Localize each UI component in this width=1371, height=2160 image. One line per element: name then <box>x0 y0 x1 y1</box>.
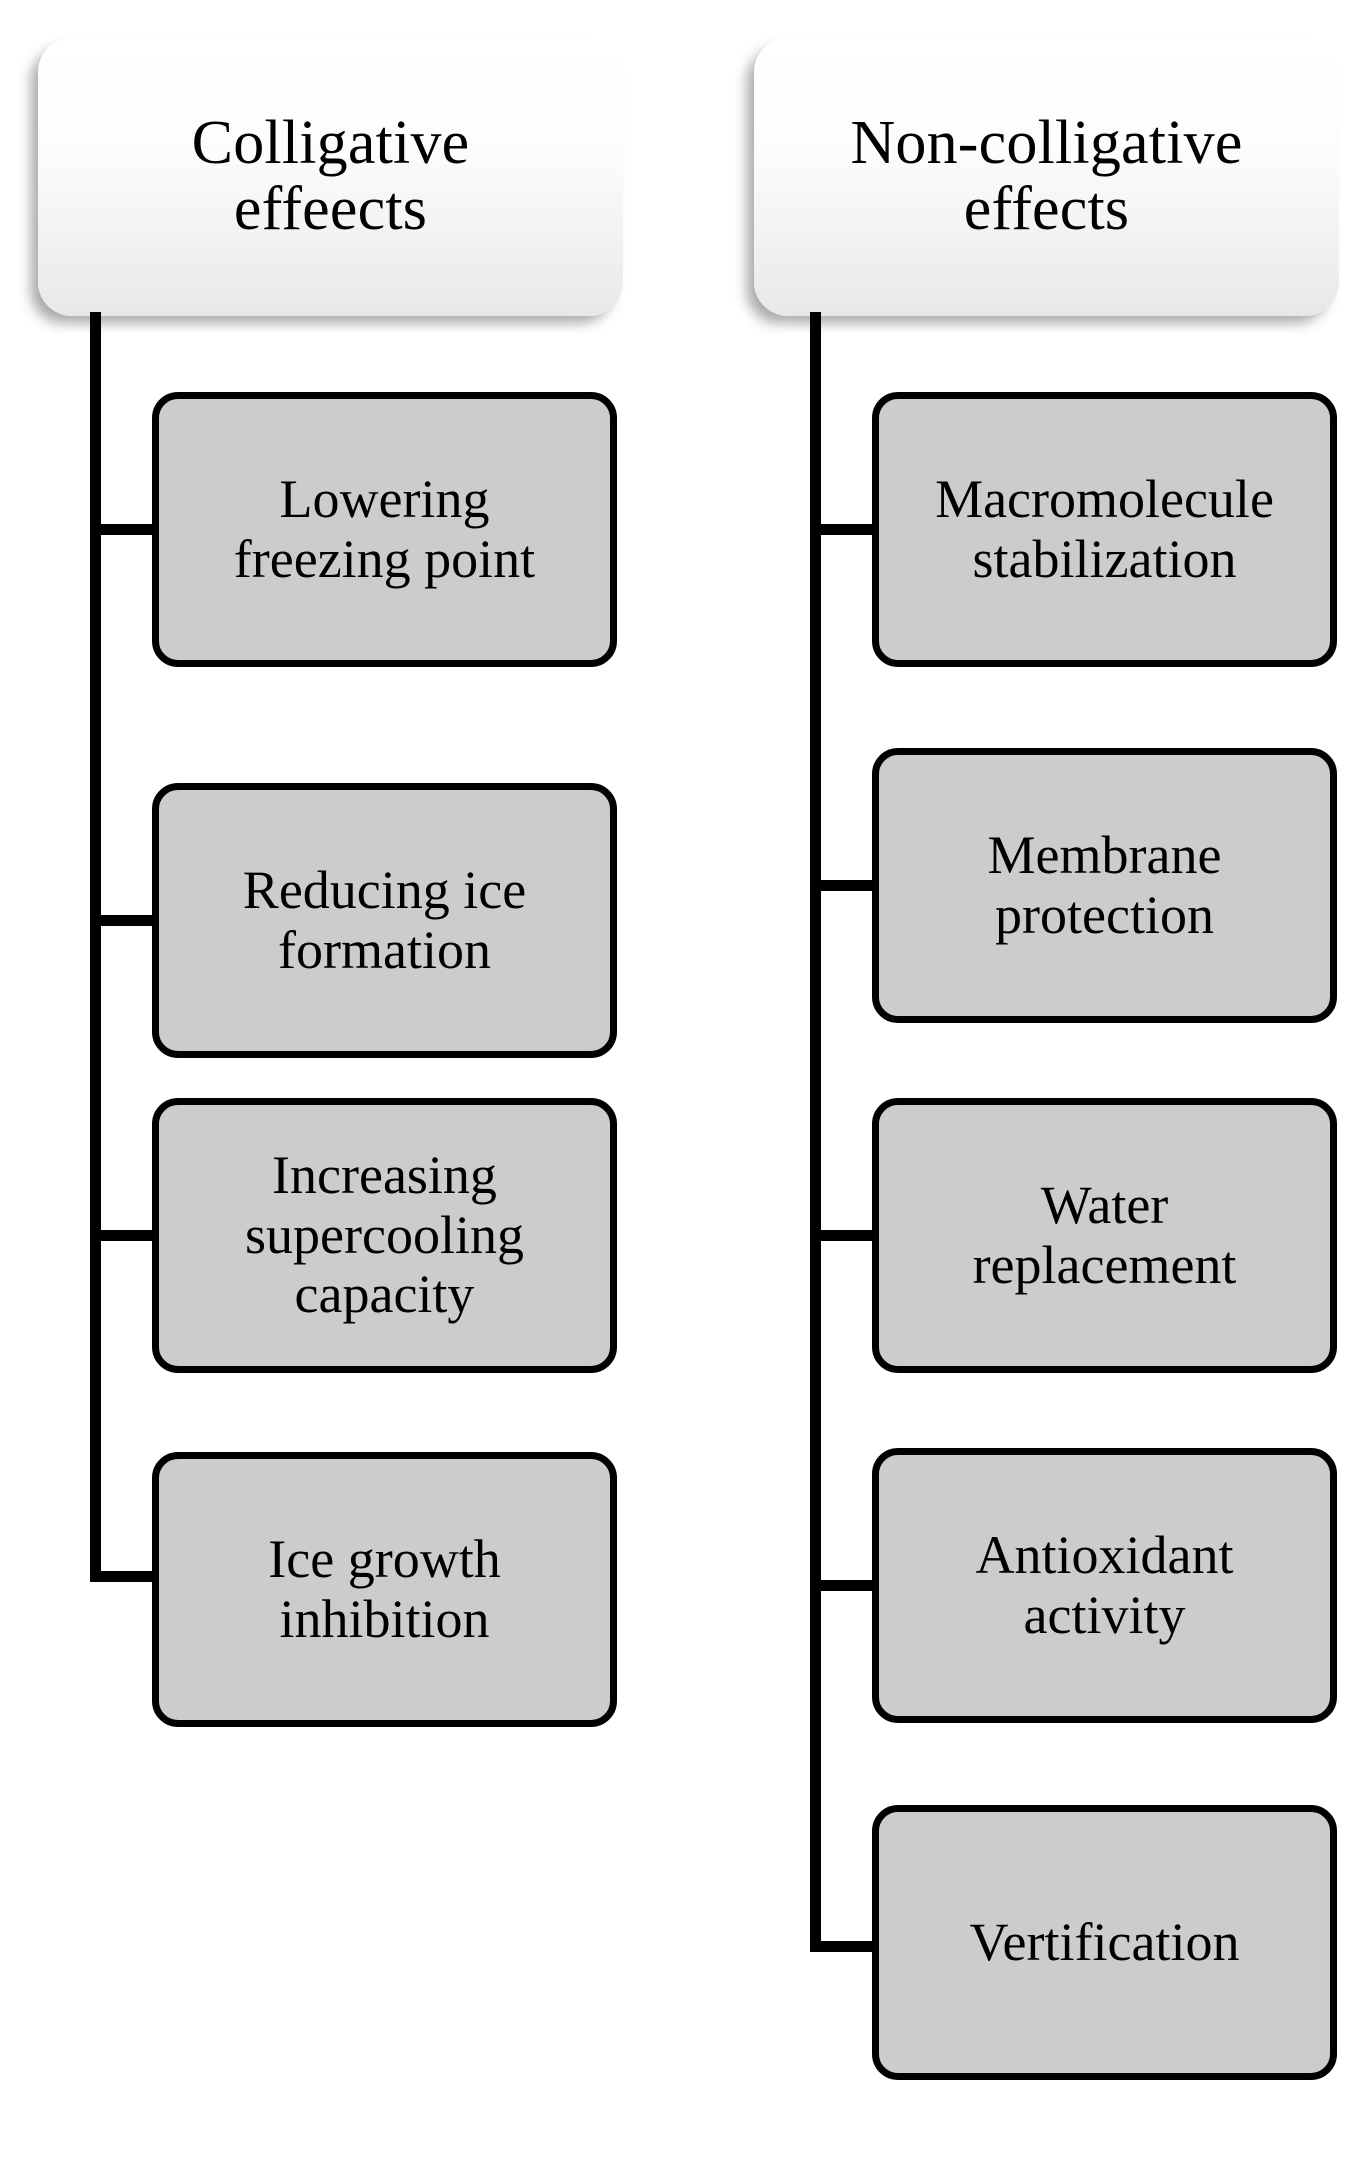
node-label-reducing-ice-formation: Reducing ice formation <box>242 860 527 980</box>
node-label-increasing-supercooling-capacity: Increasing supercooling capacity <box>245 1145 524 1325</box>
node-increasing-supercooling-capacity[interactable]: Increasing supercooling capacity <box>152 1098 617 1373</box>
node-water-replacement[interactable]: Water replacement <box>872 1098 1337 1373</box>
connector-non-colligative-1 <box>810 524 874 535</box>
branch-non-colligative: Non-colligative effects <box>686 0 1371 2160</box>
header-label-non-colligative: Non-colligative effects <box>850 109 1243 243</box>
node-label-antioxidant-activity: Antioxidant activity <box>975 1525 1234 1645</box>
header-node-colligative[interactable]: Colligative effeects <box>38 38 623 316</box>
trunk-line-non-colligative <box>810 312 821 1952</box>
connector-non-colligative-4 <box>810 1580 874 1591</box>
node-vertification[interactable]: Vertification <box>872 1805 1337 2080</box>
node-reducing-ice-formation[interactable]: Reducing ice formation <box>152 783 617 1058</box>
node-label-macromolecule-stabilization: Macromolecule stabilization <box>935 469 1274 589</box>
connector-colligative-4 <box>90 1571 154 1582</box>
node-label-membrane-protection: Membrane protection <box>987 825 1222 945</box>
connector-colligative-1 <box>90 524 154 535</box>
trunk-line-colligative <box>90 312 101 1582</box>
node-label-ice-growth-inhibition: Ice growth inhibition <box>268 1529 501 1649</box>
node-label-water-replacement: Water replacement <box>972 1175 1237 1295</box>
header-node-non-colligative[interactable]: Non-colligative effects <box>754 38 1339 316</box>
connector-non-colligative-2 <box>810 880 874 891</box>
node-ice-growth-inhibition[interactable]: Ice growth inhibition <box>152 1452 617 1727</box>
node-lowering-freezing-point[interactable]: Lowering freezing point <box>152 392 617 667</box>
node-antioxidant-activity[interactable]: Antioxidant activity <box>872 1448 1337 1723</box>
node-membrane-protection[interactable]: Membrane protection <box>872 748 1337 1023</box>
node-label-lowering-freezing-point: Lowering freezing point <box>233 469 536 589</box>
connector-non-colligative-3 <box>810 1230 874 1241</box>
connector-colligative-3 <box>90 1230 154 1241</box>
node-label-vertification: Vertification <box>969 1911 1240 1972</box>
connector-colligative-2 <box>90 915 154 926</box>
branch-colligative: Colligative effeects Lowering freezing p… <box>38 38 623 1727</box>
node-macromolecule-stabilization[interactable]: Macromolecule stabilization <box>872 392 1337 667</box>
connector-non-colligative-5 <box>810 1941 874 1952</box>
header-label-colligative: Colligative effeects <box>191 109 470 243</box>
